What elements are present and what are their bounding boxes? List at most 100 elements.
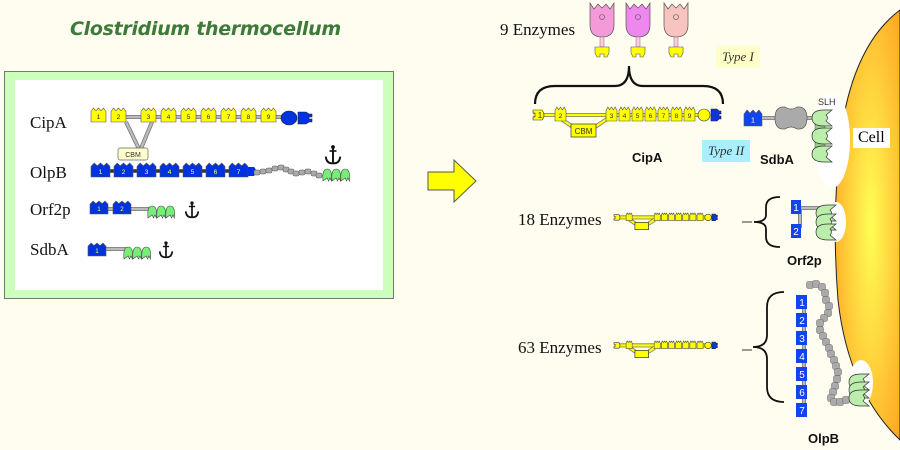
enzyme-1-linker [599,36,605,48]
cipa-dockerin [297,111,313,125]
enzymes-label-18: 18 Enzymes [518,210,602,229]
enzyme-3-dockerin [668,46,684,58]
olpb-cohesin-6 [205,162,226,178]
cipa-right-cohesin-1 [532,109,545,121]
olpb-right-cohesin-1 [796,295,807,309]
type-ii-label: Type II [702,140,751,162]
cipa-right-cohesin-2-number: 2 [559,113,563,120]
olpb-slh-3 [848,389,870,407]
scaffold-63-dockerin [711,341,718,349]
cipa-x-module [280,110,298,126]
cipa-right-cohesin-4 [618,106,631,122]
cipa-cohesin-3 [140,107,157,123]
olpb-linker-bead [821,289,829,297]
olpb-slh-3 [340,168,350,183]
protein-label-cipa: CipA [30,113,67,132]
olpb-linker-bead [842,396,850,404]
cipa-cohesin-5-number: 5 [187,114,191,121]
sdba-anchor-icon-arms [158,251,174,259]
sdba-slh-1 [123,246,133,261]
olpb-cohesin-2-number: 2 [122,169,126,176]
enzyme-3 [663,1,689,38]
olpb-cohesin-1-number: 1 [99,169,103,176]
olpb-linker-bead [315,172,323,179]
cipa-right-cohesin-7-number: 7 [662,113,666,120]
cipa-right-cohesin-1-number: 1 [538,111,543,120]
enzyme-1-active-site [599,14,605,20]
cipa-cbm-linker-b-inner [138,121,154,152]
orf2p-cohesin-1-number: 1 [97,206,101,213]
cipa-right-cohesin-4-number: 4 [623,113,627,120]
cipa-cohesin-6 [200,107,217,123]
brace-63 [752,291,785,403]
scaffold-18-cohesin-5 [668,212,675,221]
cipa-cohesin-4-number: 4 [167,114,171,121]
olpb-right-cohesin-7 [796,403,807,417]
slh-label: SLH [818,97,836,107]
brace-18 [753,196,781,248]
cell-label: Cell [853,128,890,148]
cipa-cbm-label: CBM [125,152,141,159]
cipa-cohesin-7-number: 7 [227,114,231,121]
cipa-cbm [117,147,149,161]
scaffold-18-x-module [704,213,712,221]
cipa-right-cohesin-9 [683,106,696,122]
scaffold-63-cbm-linker-b-inner [647,346,656,353]
olpb-linker-bead [816,319,824,327]
scaffold-18-cohesin-3 [653,212,661,221]
olpb-linker-bead [298,169,306,176]
scaffold-63-cohesin-9 [696,340,704,349]
enzyme-3-linker [673,36,679,48]
olpb-right-cohesin-4 [796,349,807,363]
cipa-cbm-linker-a-inner [124,121,142,152]
scaffold-63-cohesin-4 [661,340,668,349]
enzyme-1-dockerin [594,46,610,58]
sdba-cohesin-1 [87,242,107,257]
enzymes-label-63: 63 Enzymes [518,338,602,357]
orf2p-right-cohesin-2-number: 2 [793,227,799,238]
olpb-right-cohesin-5-number: 5 [799,370,805,381]
organism-title: Clostridium thermocellum [70,18,341,40]
type-i-label: Type I [716,46,760,68]
scaffold-18-cohesin-8 [689,212,697,221]
orf2p-right-cohesin-1 [791,200,801,214]
scaffold-18-cohesin-9 [696,212,704,221]
protein-label-olpb: OlpB [30,163,67,182]
scaffold-63-cohesin-7 [682,340,690,349]
scaffold-18-cbm-linker-b-inner [647,218,656,225]
olpb-linker-bead [259,168,267,175]
scaffold-63-cohesin-2 [625,340,633,349]
sdba-right-middle-domain [774,106,808,130]
orf2p-slh-1 [147,205,157,220]
cipa-right-cohesin-2 [554,106,567,122]
cipa-right-cbm-linker-b-inner [594,118,608,128]
orf2p-slh-3 [815,223,837,241]
cipa-right-cohesin-5 [631,106,644,122]
olpb-cohesin-5-number: 5 [191,169,195,176]
sdba-slh-3 [141,246,151,261]
scaffold-18-cohesin-6 [675,212,682,221]
scaffold-18-cohesin-4 [661,212,668,221]
olpb-cohesin-7-number: 7 [237,169,241,176]
cipa-right-x-module [697,108,711,122]
olpb-right-cohesin-1-number: 1 [799,298,805,309]
scaffold-18-cohesin-2 [625,212,633,221]
olpb-cohesin-4-number: 4 [168,169,172,176]
cipa-cohesin-5 [180,107,197,123]
orf2p-cohesin-1 [89,200,109,215]
olpb-linker-bead [825,302,833,310]
orf2p-anchor-icon-arms [184,211,200,219]
cipa-right-cohesin-7 [657,106,670,122]
olpb-cohesin-3 [136,162,157,178]
sdba-slh-2 [811,127,833,145]
olpb-cohesin-4 [159,162,180,178]
enzyme-2-dockerin [630,46,646,58]
cipa-right-cohesin-9-number: 9 [688,113,692,120]
cipa-cohesin-2 [110,107,127,123]
olpb-linker-bead [304,168,312,175]
scaffold-18-cbm [634,222,650,230]
olpb-right-cohesin-2-number: 2 [799,316,805,327]
